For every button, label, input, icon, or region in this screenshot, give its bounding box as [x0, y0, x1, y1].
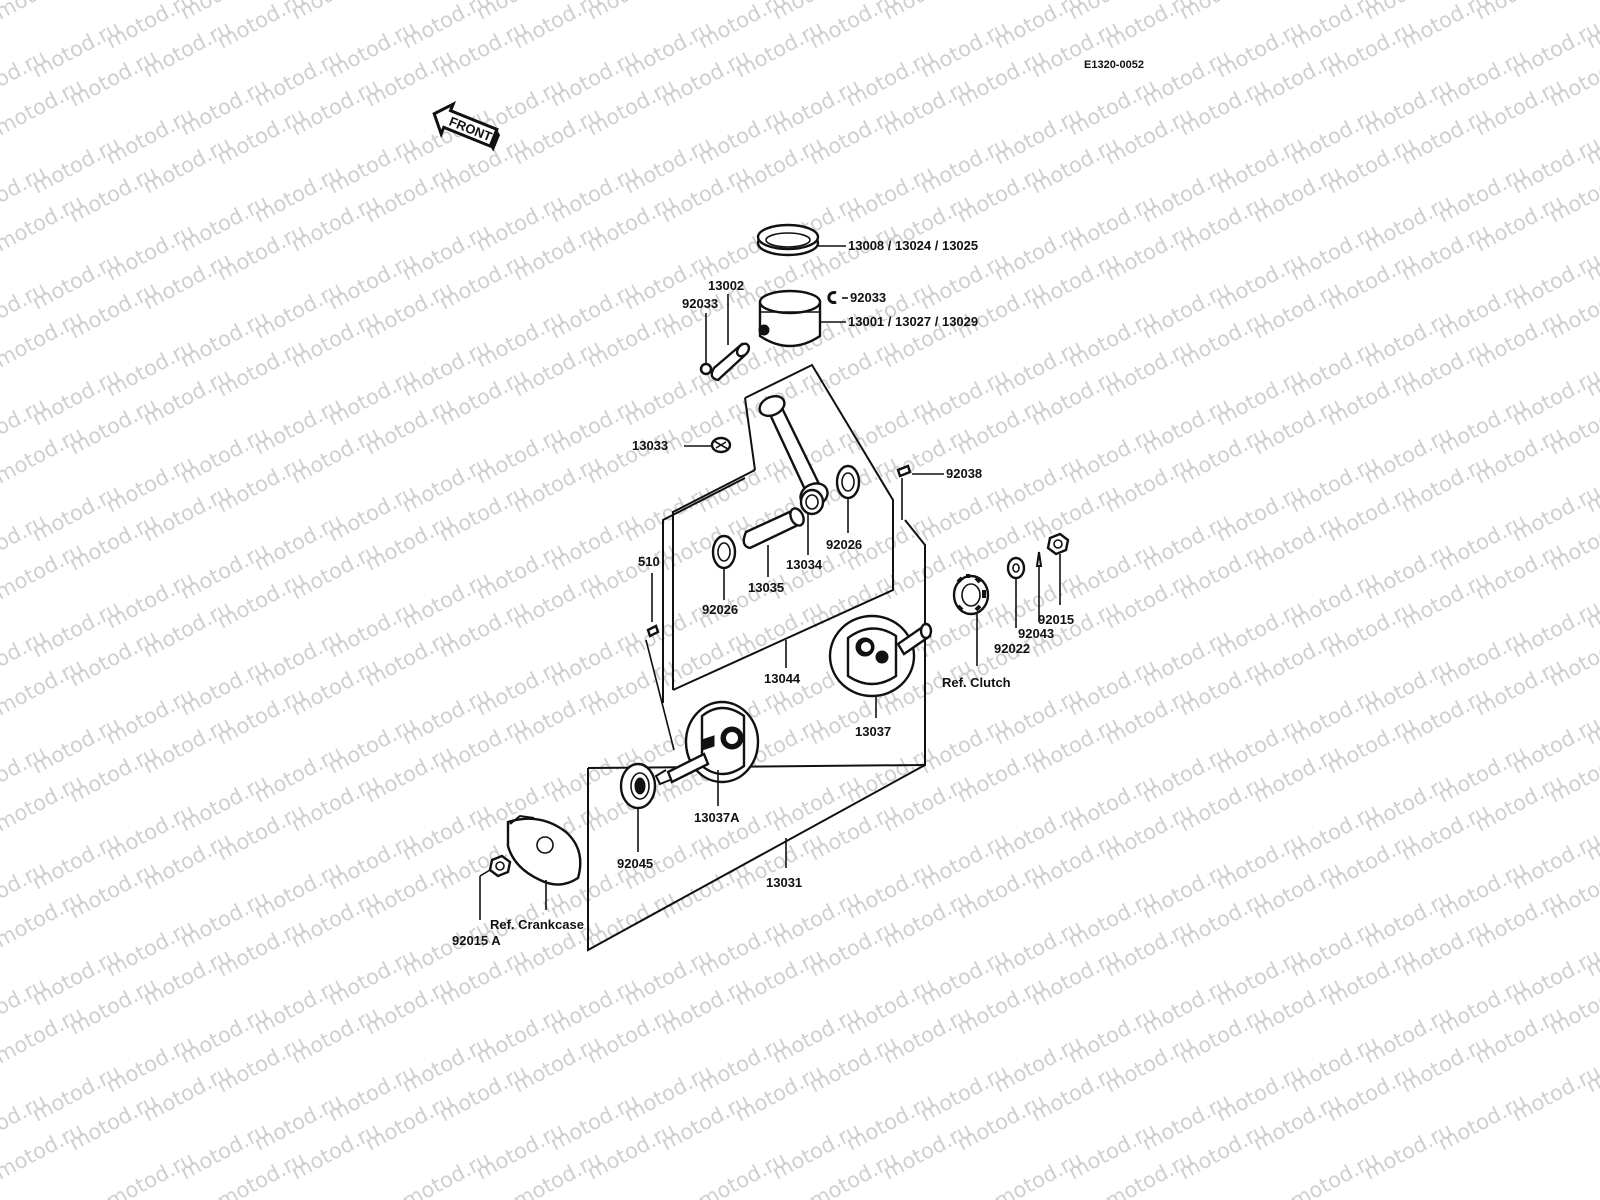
piston-pin	[710, 342, 751, 382]
crankshaft-assy-label: 13031	[766, 875, 802, 890]
dowel-label: 510	[638, 554, 660, 569]
cotter-pin-label: 92043	[1018, 626, 1054, 641]
flywheel-right-label: 13037	[855, 724, 891, 739]
thrust-washer-left	[711, 534, 737, 570]
key-right-label: 92038	[946, 466, 982, 481]
piston-label: 13001 / 13027 / 13029	[848, 314, 978, 329]
watermark-text: motod.ru	[1508, 1060, 1600, 1126]
dowel-drop	[645, 639, 675, 751]
pin-label: 13002	[708, 278, 744, 293]
watermark-text: motod.ru	[583, 0, 679, 24]
piston-rings	[756, 223, 820, 257]
big-end-bearing	[799, 488, 825, 516]
watermark-text: motod.ru	[1471, 0, 1567, 24]
small-end-label: 13033	[632, 438, 668, 453]
crankcase-plate	[506, 814, 582, 886]
piston	[758, 289, 822, 348]
flywheel-right	[828, 614, 933, 698]
watermark-text: motod.ru	[287, 0, 383, 24]
watermark-text: motod.ru	[1360, 1118, 1456, 1184]
main-bearing	[619, 762, 657, 810]
nut-right-label: 92015	[1038, 612, 1074, 627]
gear-washer	[1006, 556, 1026, 580]
clip-left-icon	[699, 362, 713, 376]
main-bearing-label: 92045	[617, 856, 653, 871]
small-end-bearing	[710, 436, 732, 454]
watermark-text: motod.ru	[879, 0, 975, 24]
conrod-outline-right	[672, 363, 894, 691]
crank-pin	[742, 507, 805, 550]
thrust-washer-right	[835, 464, 861, 500]
nut-left	[488, 854, 512, 878]
flywheel-left	[654, 700, 760, 786]
clip-right-icon	[827, 291, 837, 304]
flywheel-left-label: 13037A	[694, 810, 740, 825]
watermark-text: motod.ru	[0, 0, 87, 24]
clutch-gear	[952, 574, 990, 616]
dowel-icon	[646, 624, 660, 638]
key-right-icon	[896, 464, 912, 478]
crank-pin-label: 13035	[748, 580, 784, 595]
clip-right-label: 92033	[850, 290, 886, 305]
washer-right-label: 92026	[826, 537, 862, 552]
cotter-pin-icon	[1035, 551, 1043, 567]
conrod-outline-inner	[662, 477, 746, 703]
big-end-label: 13034	[786, 557, 823, 572]
nut-left-leader-tip	[479, 869, 491, 877]
nut-right	[1046, 532, 1070, 556]
watermark-text: motod.ru	[1434, 1089, 1530, 1155]
watermark-text: motod.ru	[1175, 0, 1271, 24]
rings-label: 13008 / 13024 / 13025	[848, 238, 978, 253]
ref-crankcase-label: Ref. Crankcase	[490, 917, 584, 932]
clip-left-label: 92033	[682, 296, 718, 311]
diagram-code: E1320-0052	[1084, 59, 1144, 71]
conrod-assembly-outline	[672, 469, 756, 690]
nut-left-label: 92015 A	[452, 933, 501, 948]
conrod-outline-left-link	[744, 397, 756, 471]
washer-left-label: 92026	[702, 602, 738, 617]
gear-washer-label: 92022	[994, 641, 1030, 656]
conrod-assy-label: 13044	[764, 671, 801, 686]
ref-clutch-label: Ref. Clutch	[942, 675, 1011, 690]
